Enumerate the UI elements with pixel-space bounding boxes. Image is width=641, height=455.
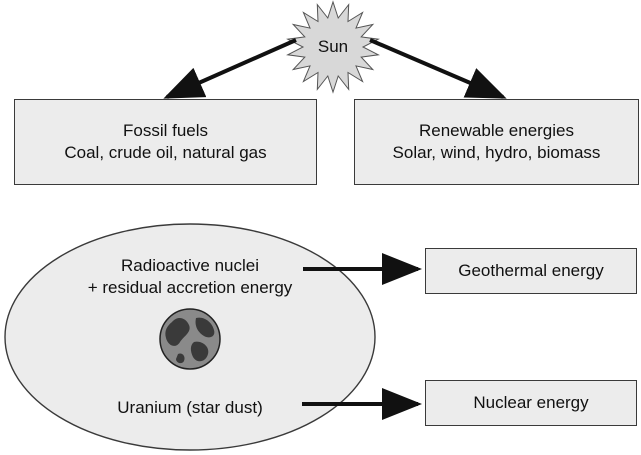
geothermal-energy-box: Geothermal energy xyxy=(425,248,637,294)
fossil-fuels-subtitle: Coal, crude oil, natural gas xyxy=(64,143,267,162)
fossil-fuels-box: Fossil fuels Coal, crude oil, natural ga… xyxy=(14,99,317,185)
globe-icon xyxy=(159,308,221,370)
renewable-energies-subtitle: Solar, wind, hydro, biomass xyxy=(392,143,601,162)
radioactive-nuclei-label: Radioactive nuclei + residual accretion … xyxy=(50,255,330,299)
renewable-energies-title: Renewable energies xyxy=(419,121,574,140)
fossil-fuels-title: Fossil fuels xyxy=(122,121,209,140)
arrow-sun-to-fossil xyxy=(163,38,297,99)
arrow-sun-to-renewable xyxy=(369,38,507,99)
uranium-label: Uranium (star dust) xyxy=(117,398,263,417)
nuclear-energy-box: Nuclear energy xyxy=(425,380,637,426)
sun-icon xyxy=(286,0,380,94)
radioactive-line-2: + residual accretion energy xyxy=(87,278,293,297)
sun-label: Sun xyxy=(317,37,349,56)
radioactive-line-1: Radioactive nuclei xyxy=(121,256,259,275)
renewable-energies-box: Renewable energies Solar, wind, hydro, b… xyxy=(354,99,639,185)
